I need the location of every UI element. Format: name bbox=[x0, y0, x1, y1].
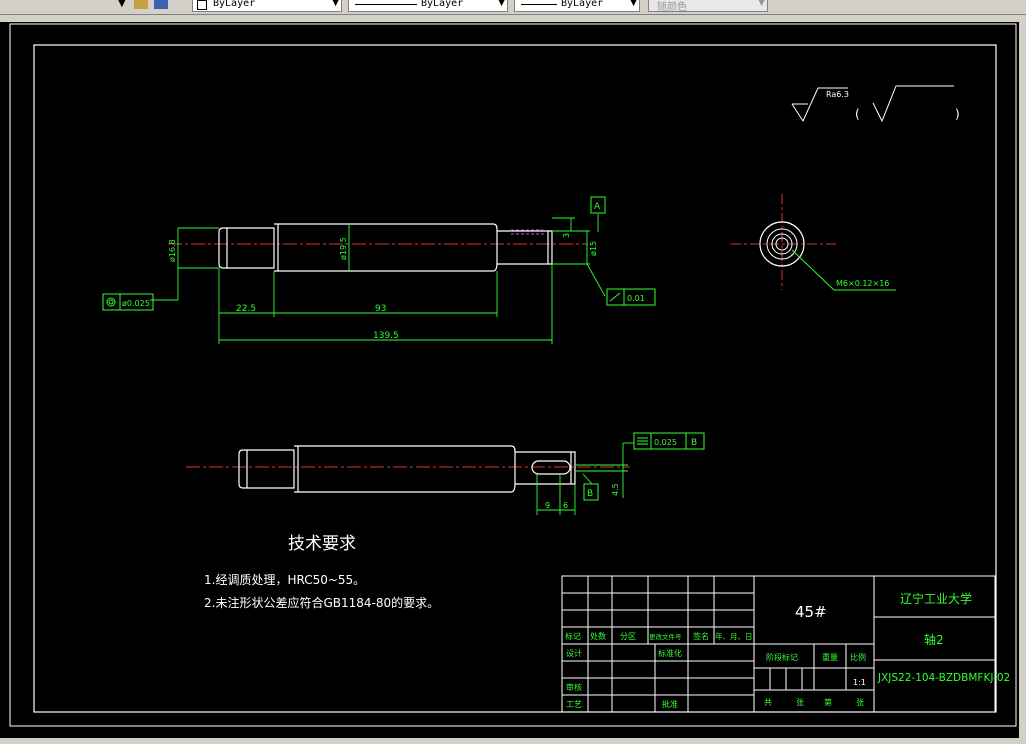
linetype-combo[interactable]: ByLayer ▼ bbox=[348, 0, 508, 12]
lineweight-preview bbox=[521, 4, 557, 5]
end-view bbox=[731, 194, 896, 291]
symmetry-datum: B bbox=[691, 438, 697, 448]
dim-d-mid: ø19.5 bbox=[339, 237, 348, 260]
paren-open: ( bbox=[855, 107, 860, 121]
runout-value: 0.01 bbox=[627, 294, 645, 303]
dim-d-right: ø15 bbox=[589, 241, 598, 256]
dim-keyway-9: 9 bbox=[545, 501, 550, 510]
color-combo-value: ByLayer bbox=[213, 0, 256, 9]
concentricity-value: ø0.025 bbox=[122, 299, 150, 308]
dim-len-93: 93 bbox=[375, 304, 386, 314]
label-shenhe: 审核 bbox=[566, 682, 582, 692]
datum-a-box bbox=[590, 196, 606, 214]
roughness-symbol bbox=[791, 85, 954, 123]
label-bili: 比例 bbox=[850, 652, 866, 662]
label-gong: 共 bbox=[764, 698, 772, 707]
plotstyle-combo-value: 随颜色 bbox=[657, 2, 687, 13]
tech-title: 技术要求 bbox=[288, 534, 356, 554]
lineweight-combo-value: ByLayer bbox=[561, 0, 604, 9]
tech-item-2: 2.未注形状公差应符合GB1184-80的要求。 bbox=[204, 595, 439, 610]
label-gongyi: 工艺 bbox=[566, 700, 582, 709]
datum-a: A bbox=[594, 202, 601, 212]
runout-frame bbox=[606, 288, 656, 306]
label-jieduan: 阶段标记 bbox=[766, 652, 798, 662]
chevron-down-icon: ▼ bbox=[758, 0, 765, 8]
color-swatch bbox=[197, 0, 207, 10]
dimension-lines-2 bbox=[536, 442, 634, 515]
inner-frame bbox=[33, 44, 997, 713]
label-riqi: 年、月、日 bbox=[715, 631, 753, 641]
roughness-label: Ra6.3 bbox=[826, 90, 849, 99]
dim-d-left: ø16.8 bbox=[168, 239, 177, 262]
dim-depth: 3 bbox=[562, 233, 571, 238]
label-gengwen: 更改文件号 bbox=[649, 632, 682, 641]
paren-close: ) bbox=[955, 107, 960, 121]
university: 辽宁工业大学 bbox=[900, 591, 972, 606]
symmetry-value: 0.025 bbox=[654, 438, 677, 447]
label-zhang1: 张 bbox=[796, 698, 804, 707]
shaft-outline bbox=[218, 223, 553, 272]
dim-keyway-6: 6 bbox=[563, 501, 568, 510]
label-fenqu: 分区 bbox=[620, 632, 636, 641]
dim-len-1395: 139.5 bbox=[373, 331, 399, 341]
linetype-preview bbox=[355, 4, 417, 5]
label-biaoji: 标记 bbox=[565, 631, 581, 641]
chevron-down-icon: ▼ bbox=[498, 0, 505, 8]
dimension-lines bbox=[150, 214, 606, 344]
label-chushu: 处数 bbox=[590, 631, 606, 641]
part-name: 轴2 bbox=[924, 632, 944, 647]
datum-b: B bbox=[587, 489, 593, 499]
label-pizhun: 批准 bbox=[662, 699, 678, 709]
layer-states-icon[interactable] bbox=[134, 0, 148, 9]
layer-stack-icon[interactable] bbox=[154, 0, 168, 9]
label-sheji: 设计 bbox=[566, 648, 582, 658]
label-zhang2: 张 bbox=[856, 698, 864, 707]
linetype-combo-value: ByLayer bbox=[421, 0, 464, 9]
horizontal-scrollbar[interactable] bbox=[0, 738, 1026, 744]
shaft-outline-2 bbox=[238, 445, 576, 493]
concentricity-frame bbox=[102, 293, 154, 311]
vertical-scrollbar[interactable] bbox=[1019, 22, 1026, 738]
scale: 1:1 bbox=[853, 678, 866, 687]
thread-note: M6×0.12×16 bbox=[836, 279, 889, 288]
label-qianming: 签名 bbox=[693, 631, 709, 641]
tech-item-1: 1.经调质处理，HRC50~55。 bbox=[204, 573, 365, 587]
datum-b-box bbox=[583, 483, 599, 501]
label-di: 第 bbox=[824, 697, 832, 707]
symmetry-frame bbox=[633, 432, 705, 450]
drawing-no: JXJS22-104-BZDBMFKJ-02 bbox=[877, 672, 1010, 684]
outer-border bbox=[9, 23, 1017, 727]
material: 45# bbox=[795, 603, 827, 621]
drawing-canvas[interactable]: Ra6.3 ( ) ø16.8 ø19.5 ø15 3 22 bbox=[0, 22, 1019, 738]
lineweight-combo[interactable]: ByLayer ▼ bbox=[514, 0, 640, 12]
dim-keyway-depth: 4.5 bbox=[611, 483, 620, 496]
label-biaozhunhua: 标准化 bbox=[658, 648, 682, 658]
keyway-hidden bbox=[510, 229, 544, 235]
plotstyle-combo[interactable]: 随颜色 ▼ bbox=[648, 0, 768, 13]
label-zhongliang: 重量 bbox=[822, 652, 838, 662]
chevron-down-icon: ▼ bbox=[630, 0, 637, 8]
properties-toolbar: ▼ ByLayer ▼ ByLayer ▼ ByLayer ▼ 随颜色 ▼ bbox=[0, 0, 1026, 15]
title-block bbox=[561, 575, 996, 713]
dropdown-arrow-icon[interactable]: ▼ bbox=[118, 0, 126, 9]
color-combo[interactable]: ByLayer ▼ bbox=[192, 0, 342, 12]
chevron-down-icon: ▼ bbox=[332, 0, 339, 8]
dim-len-225: 22.5 bbox=[236, 304, 256, 314]
